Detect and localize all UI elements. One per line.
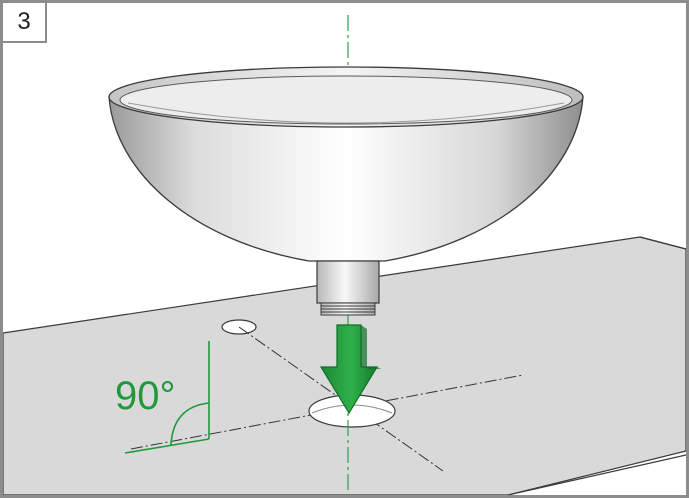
step-number-badge: 3 [3,3,47,43]
angle-base-leg [124,438,210,454]
installation-illustration: 90° [3,15,686,495]
drain-thread [320,302,376,316]
drain-pipe [316,260,380,304]
step-number: 3 [17,8,31,35]
drain-fitting [316,260,380,316]
bowl-inner-rim [119,75,573,125]
countertop-edge [507,454,686,495]
basin-bowl [108,66,584,262]
angle-label: 90° [115,374,176,418]
right-angle-icon [124,341,210,454]
angle-arc [170,402,210,446]
countertop-back-edge [639,236,686,250]
down-arrow-icon [319,324,381,415]
horizontal-alignment-line [130,374,524,450]
bowl-body [108,96,584,262]
drain-hole [308,394,396,428]
